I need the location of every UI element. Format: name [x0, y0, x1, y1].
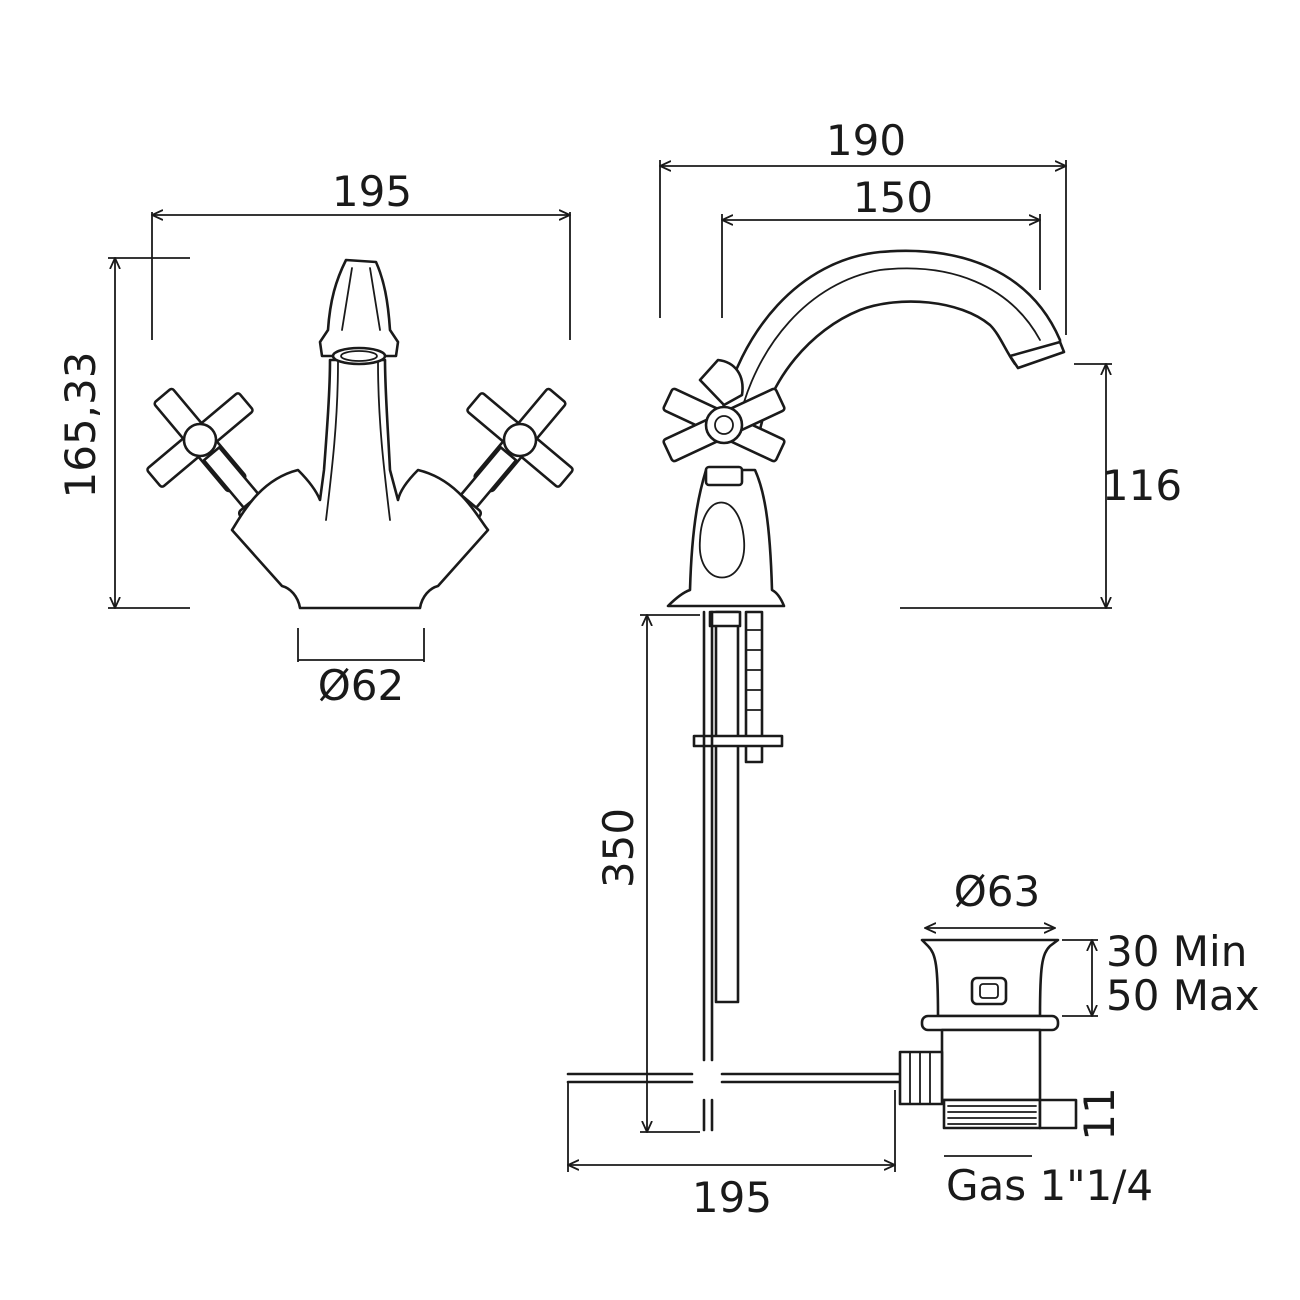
side-spout-height-label: 116 [1102, 461, 1182, 510]
side-overall-reach-label: 190 [826, 116, 906, 165]
front-width-label: 195 [332, 167, 412, 216]
side-body [666, 468, 786, 608]
side-spout-reach-label: 150 [853, 173, 933, 222]
side-rod-length-label: 350 [594, 808, 643, 888]
pop-up-waste: Ø63 30 Min 50 Max 11 Gas 1"1/4 [898, 867, 1260, 1210]
front-spout-head [318, 258, 400, 358]
front-body [230, 358, 490, 610]
waste-range-max-label: 50 Max [1106, 971, 1260, 1020]
waste-range-min-label: 30 Min [1106, 927, 1247, 976]
side-rod-reach-label: 195 [692, 1173, 772, 1222]
side-cross-handle [662, 387, 786, 487]
waste-diameter-label: Ø63 [954, 867, 1041, 916]
waste-thread-spec-label: Gas 1"1/4 [946, 1161, 1153, 1210]
front-view: 195 165,33 Ø62 [56, 167, 574, 710]
waste-thread-height-label: 11 [1075, 1087, 1124, 1140]
front-height-label: 165,33 [56, 352, 105, 499]
front-base-diameter-label: Ø62 [318, 661, 405, 710]
side-view: 190 150 116 350 195 [566, 116, 1182, 1222]
